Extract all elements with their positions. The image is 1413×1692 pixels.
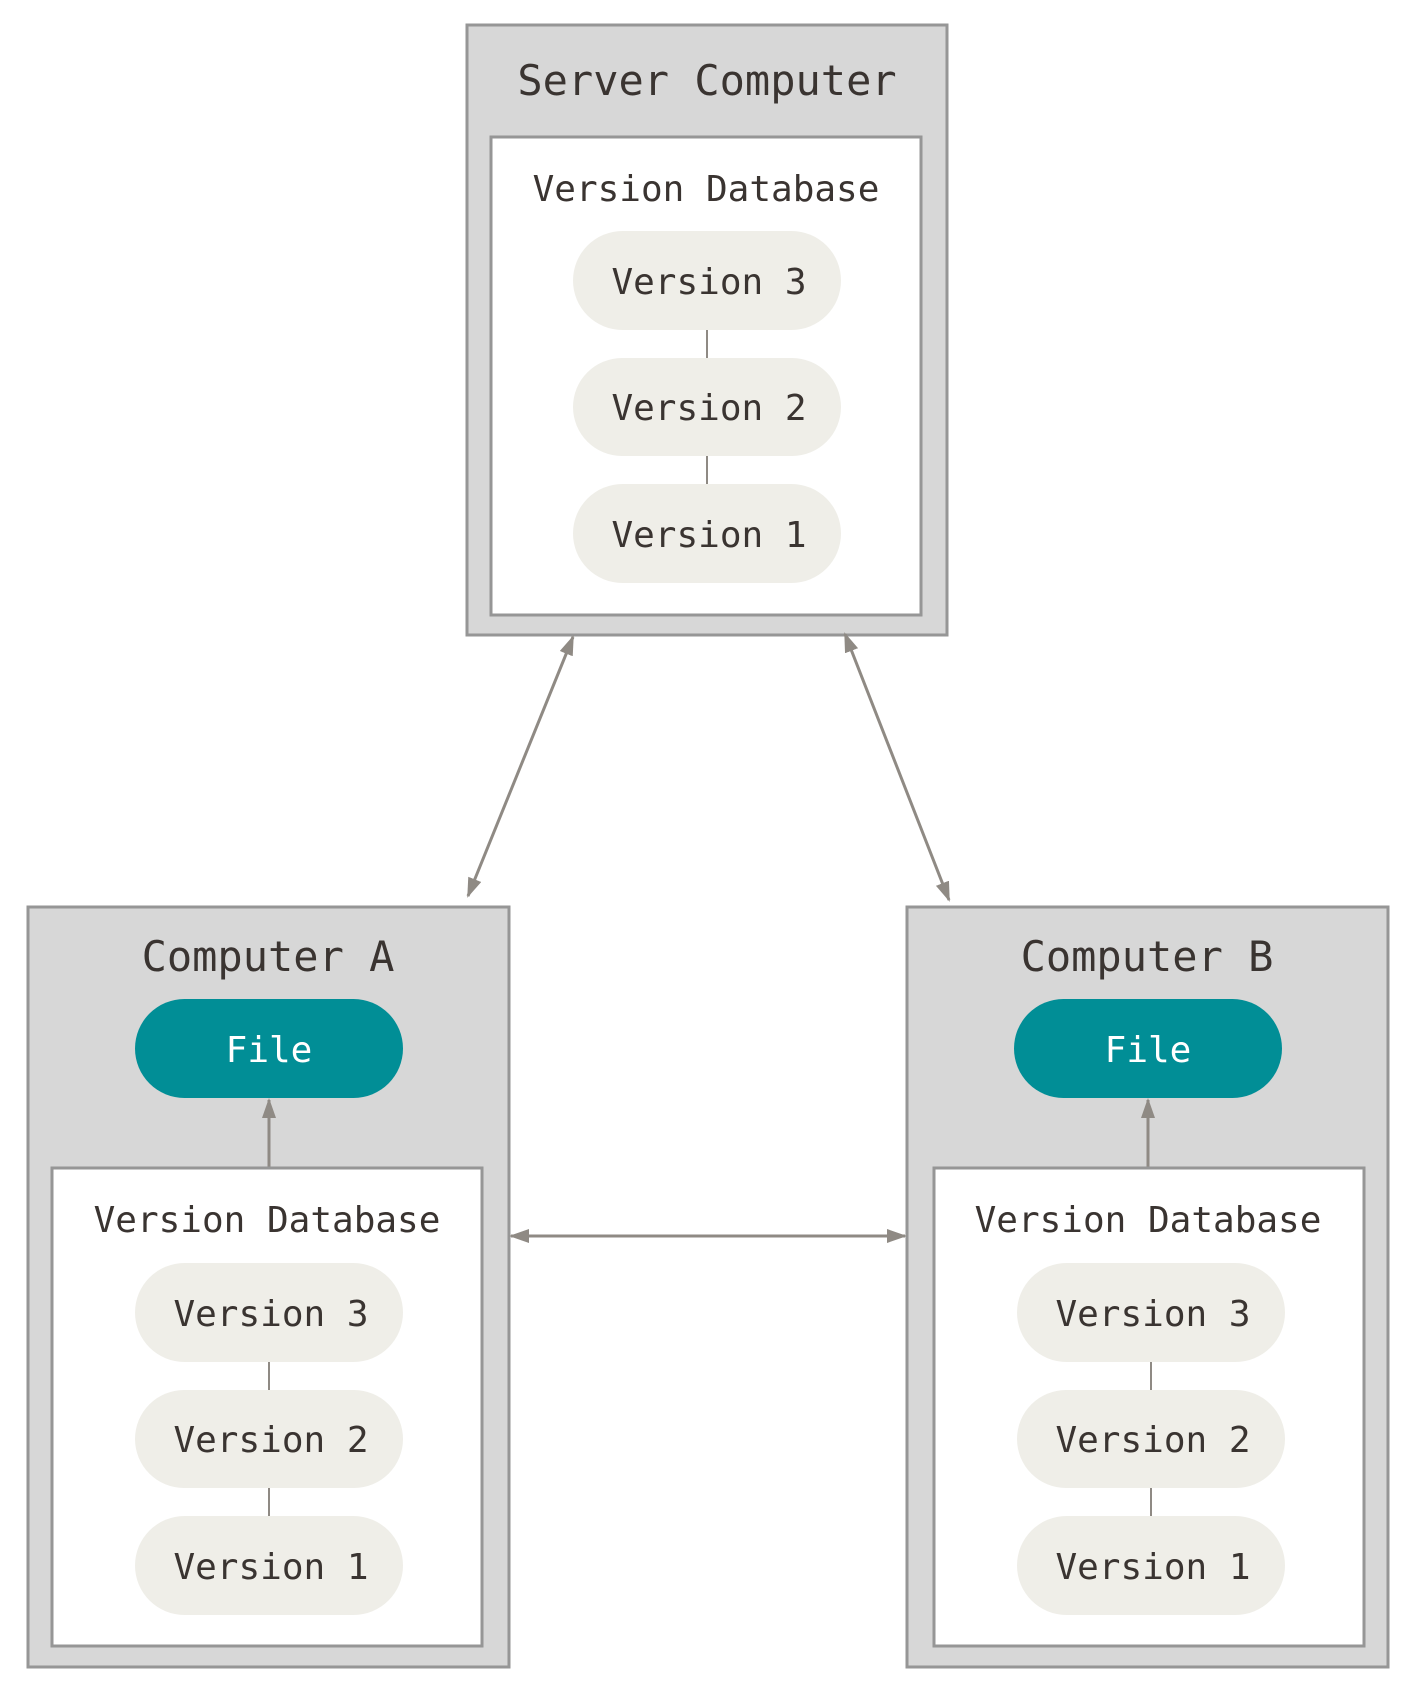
computer-a-version-1-pill xyxy=(135,1516,403,1615)
computer-a-version-3-pill xyxy=(135,1263,403,1362)
computer-a-file-pill xyxy=(135,999,403,1098)
server-version-2-pill xyxy=(573,358,841,456)
server-version-database-label: Version Database xyxy=(533,169,880,210)
computer-b-version-3-pill xyxy=(1017,1263,1285,1362)
computer-a-file-label: File xyxy=(226,1030,313,1071)
computer-b-version-2-label: Version 2 xyxy=(1055,1420,1250,1461)
computer-b-version-2-pill xyxy=(1017,1390,1285,1488)
server-computer-title: Server Computer xyxy=(517,56,896,105)
server-computer-b-sync-arrow xyxy=(843,632,951,902)
server-computer-a-sync-arrow xyxy=(466,635,575,898)
server-version-3-label: Version 3 xyxy=(611,262,806,303)
computer-a-title: Computer A xyxy=(142,932,395,981)
computer-a: Computer A File Version Database Version… xyxy=(26,905,511,1669)
server-version-1-pill xyxy=(573,484,841,583)
server-version-2-label: Version 2 xyxy=(611,388,806,429)
computer-b-file-label: File xyxy=(1105,1030,1192,1071)
computer-b-file-pill xyxy=(1014,999,1282,1098)
computer-a-version-3-label: Version 3 xyxy=(173,1294,368,1335)
computer-a-version-2-pill xyxy=(135,1390,403,1488)
computer-b-version-1-label: Version 1 xyxy=(1055,1547,1250,1588)
computer-b-version-database-label: Version Database xyxy=(975,1200,1322,1241)
computer-b-version-3-label: Version 3 xyxy=(1055,1294,1250,1335)
server-version-1-label: Version 1 xyxy=(611,515,806,556)
server-version-3-pill xyxy=(573,231,841,330)
computer-a-version-database-label: Version Database xyxy=(94,1200,441,1241)
computer-b-version-1-pill xyxy=(1017,1516,1285,1615)
server-computer: Server Computer Version Database Version… xyxy=(465,23,949,637)
computer-b: Computer B File Version Database Version… xyxy=(905,905,1390,1669)
computer-b-title: Computer B xyxy=(1021,932,1274,981)
computer-a-version-2-label: Version 2 xyxy=(173,1420,368,1461)
computer-a-version-1-label: Version 1 xyxy=(173,1547,368,1588)
